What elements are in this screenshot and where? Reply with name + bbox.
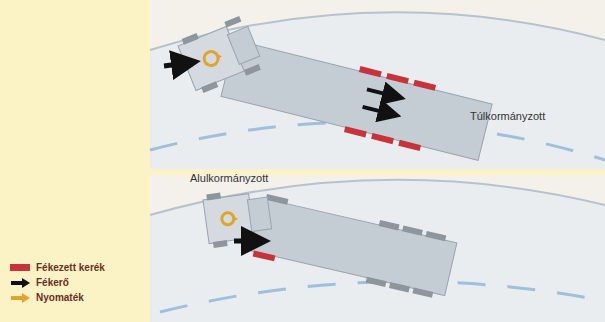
legend-row: Fékerő	[10, 277, 69, 288]
legend-arrow	[10, 293, 30, 303]
legend-row: Nyomaték	[10, 292, 84, 303]
view-label: Alulkormányzott	[190, 172, 268, 184]
legend-text: Fékezett kerék	[36, 262, 105, 273]
road-top	[150, 0, 605, 172]
trailer-top	[220, 35, 494, 165]
legend-row: Fékezett kerék	[10, 262, 105, 273]
legend-swatch	[10, 264, 30, 271]
tractor-top	[176, 14, 264, 95]
legend-text: Fékerő	[36, 277, 69, 288]
trailer-bottom	[249, 193, 458, 300]
legend-arrow	[10, 278, 30, 288]
legend-text: Nyomaték	[36, 292, 84, 303]
view-label: Túlkormányzott	[470, 110, 545, 122]
road-bottom	[150, 172, 605, 322]
tractor-bottom	[202, 186, 273, 248]
